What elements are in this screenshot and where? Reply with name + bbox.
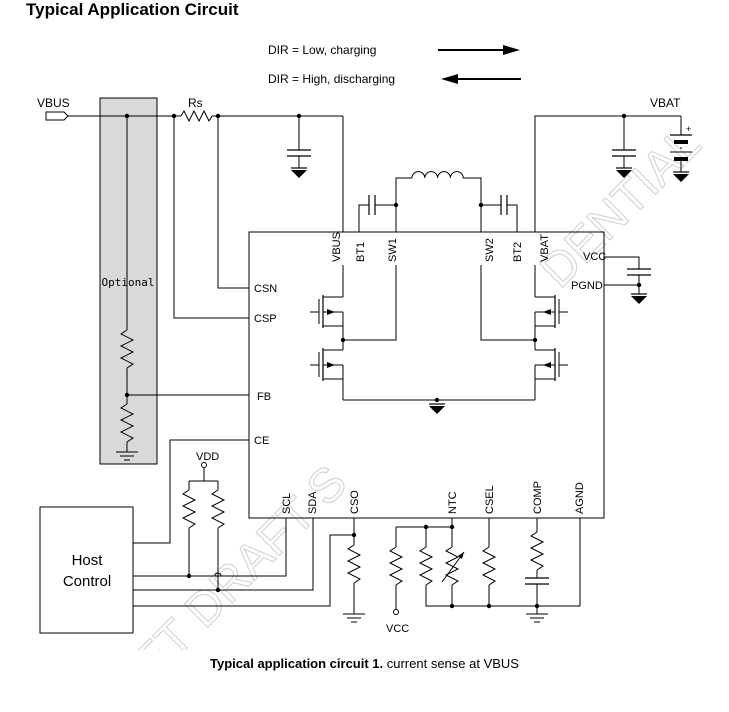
vbus-connector: VBUS <box>37 96 70 121</box>
vbus-capacitor <box>287 116 311 179</box>
pin-pgnd: PGND <box>571 280 603 292</box>
rs-label: Rs <box>188 96 203 110</box>
vbus-label: VBUS <box>37 96 70 110</box>
inductor-network <box>358 171 518 232</box>
ground-icon <box>342 613 366 623</box>
vdd-pullups: VDD <box>181 451 226 590</box>
pin-sw2: SW2 <box>484 238 496 262</box>
watermark: EET DRAFT S DENTIAL <box>100 116 712 650</box>
pin-scl: SCL <box>281 493 293 514</box>
csel-network <box>481 518 497 609</box>
pin-vbat: VBAT <box>539 234 551 262</box>
pin-comp: COMP <box>532 481 544 514</box>
vbat-label: VBAT <box>650 96 681 110</box>
mosfet-bridge <box>310 265 568 415</box>
ground-icon <box>428 403 446 415</box>
ground-icon <box>525 613 549 623</box>
ic-body <box>248 231 605 519</box>
pin-ce: CE <box>254 435 269 447</box>
top-pin-labels: VBUS BT1 SW1 SW2 BT2 VBAT <box>331 232 551 262</box>
caption-bold: Typical application circuit 1. <box>210 656 384 671</box>
pin-ntc: NTC <box>447 491 459 514</box>
comp-network <box>525 518 549 623</box>
pin-fb: FB <box>257 391 271 403</box>
ntc-network: VCC <box>386 518 580 635</box>
pin-csn: CSN <box>254 283 277 295</box>
arrow-right-icon <box>503 45 520 55</box>
optional-label: Optional <box>102 276 155 289</box>
watermark-text-2: DENTIAL <box>530 117 711 298</box>
vbat-network: VBAT + <box>534 96 692 232</box>
bottom-pin-labels: SCL SDA CSO NTC CSEL COMP AGND <box>281 481 586 514</box>
page-heading: Typical Application Circuit <box>26 0 239 19</box>
host-label-line2: Control <box>63 573 111 590</box>
legend-discharging-label: DIR = High, discharging <box>268 72 395 86</box>
arrow-left-icon <box>441 74 458 84</box>
optional-region <box>99 97 158 465</box>
host-control-box <box>39 506 134 634</box>
pin-csp: CSP <box>254 313 277 325</box>
direction-legend: DIR = Low, charging DIR = High, discharg… <box>268 43 521 86</box>
pin-vbus: VBUS <box>331 232 343 262</box>
vdd-label: VDD <box>196 451 219 463</box>
rs-resistor <box>180 109 213 123</box>
pin-bt1: BT1 <box>355 242 367 262</box>
pin-sda: SDA <box>307 491 319 514</box>
vcc-bottom-label: VCC <box>386 623 409 635</box>
application-circuit-schematic: EET DRAFT S DENTIAL DIR = Low, charging … <box>37 43 712 650</box>
ground-icon <box>630 293 648 305</box>
vcc-pgnd-network: VCC PGND <box>571 251 651 305</box>
host-label-line1: Host <box>72 552 104 569</box>
pin-csel: CSEL <box>484 485 496 514</box>
watermark-text-1: EET DRAFT S <box>100 456 357 650</box>
pin-bt2: BT2 <box>512 242 524 262</box>
svg-text:+: + <box>686 124 691 134</box>
pin-cso: CSO <box>349 490 361 514</box>
ground-icon <box>290 167 308 179</box>
pin-sw1: SW1 <box>387 238 399 262</box>
legend-charging-label: DIR = Low, charging <box>268 43 376 57</box>
pin-vcc: VCC <box>583 251 606 263</box>
figure-caption: Typical application circuit 1. current s… <box>0 656 729 671</box>
caption-rest: current sense at VBUS <box>383 656 519 671</box>
pin-agnd: AGND <box>574 482 586 514</box>
